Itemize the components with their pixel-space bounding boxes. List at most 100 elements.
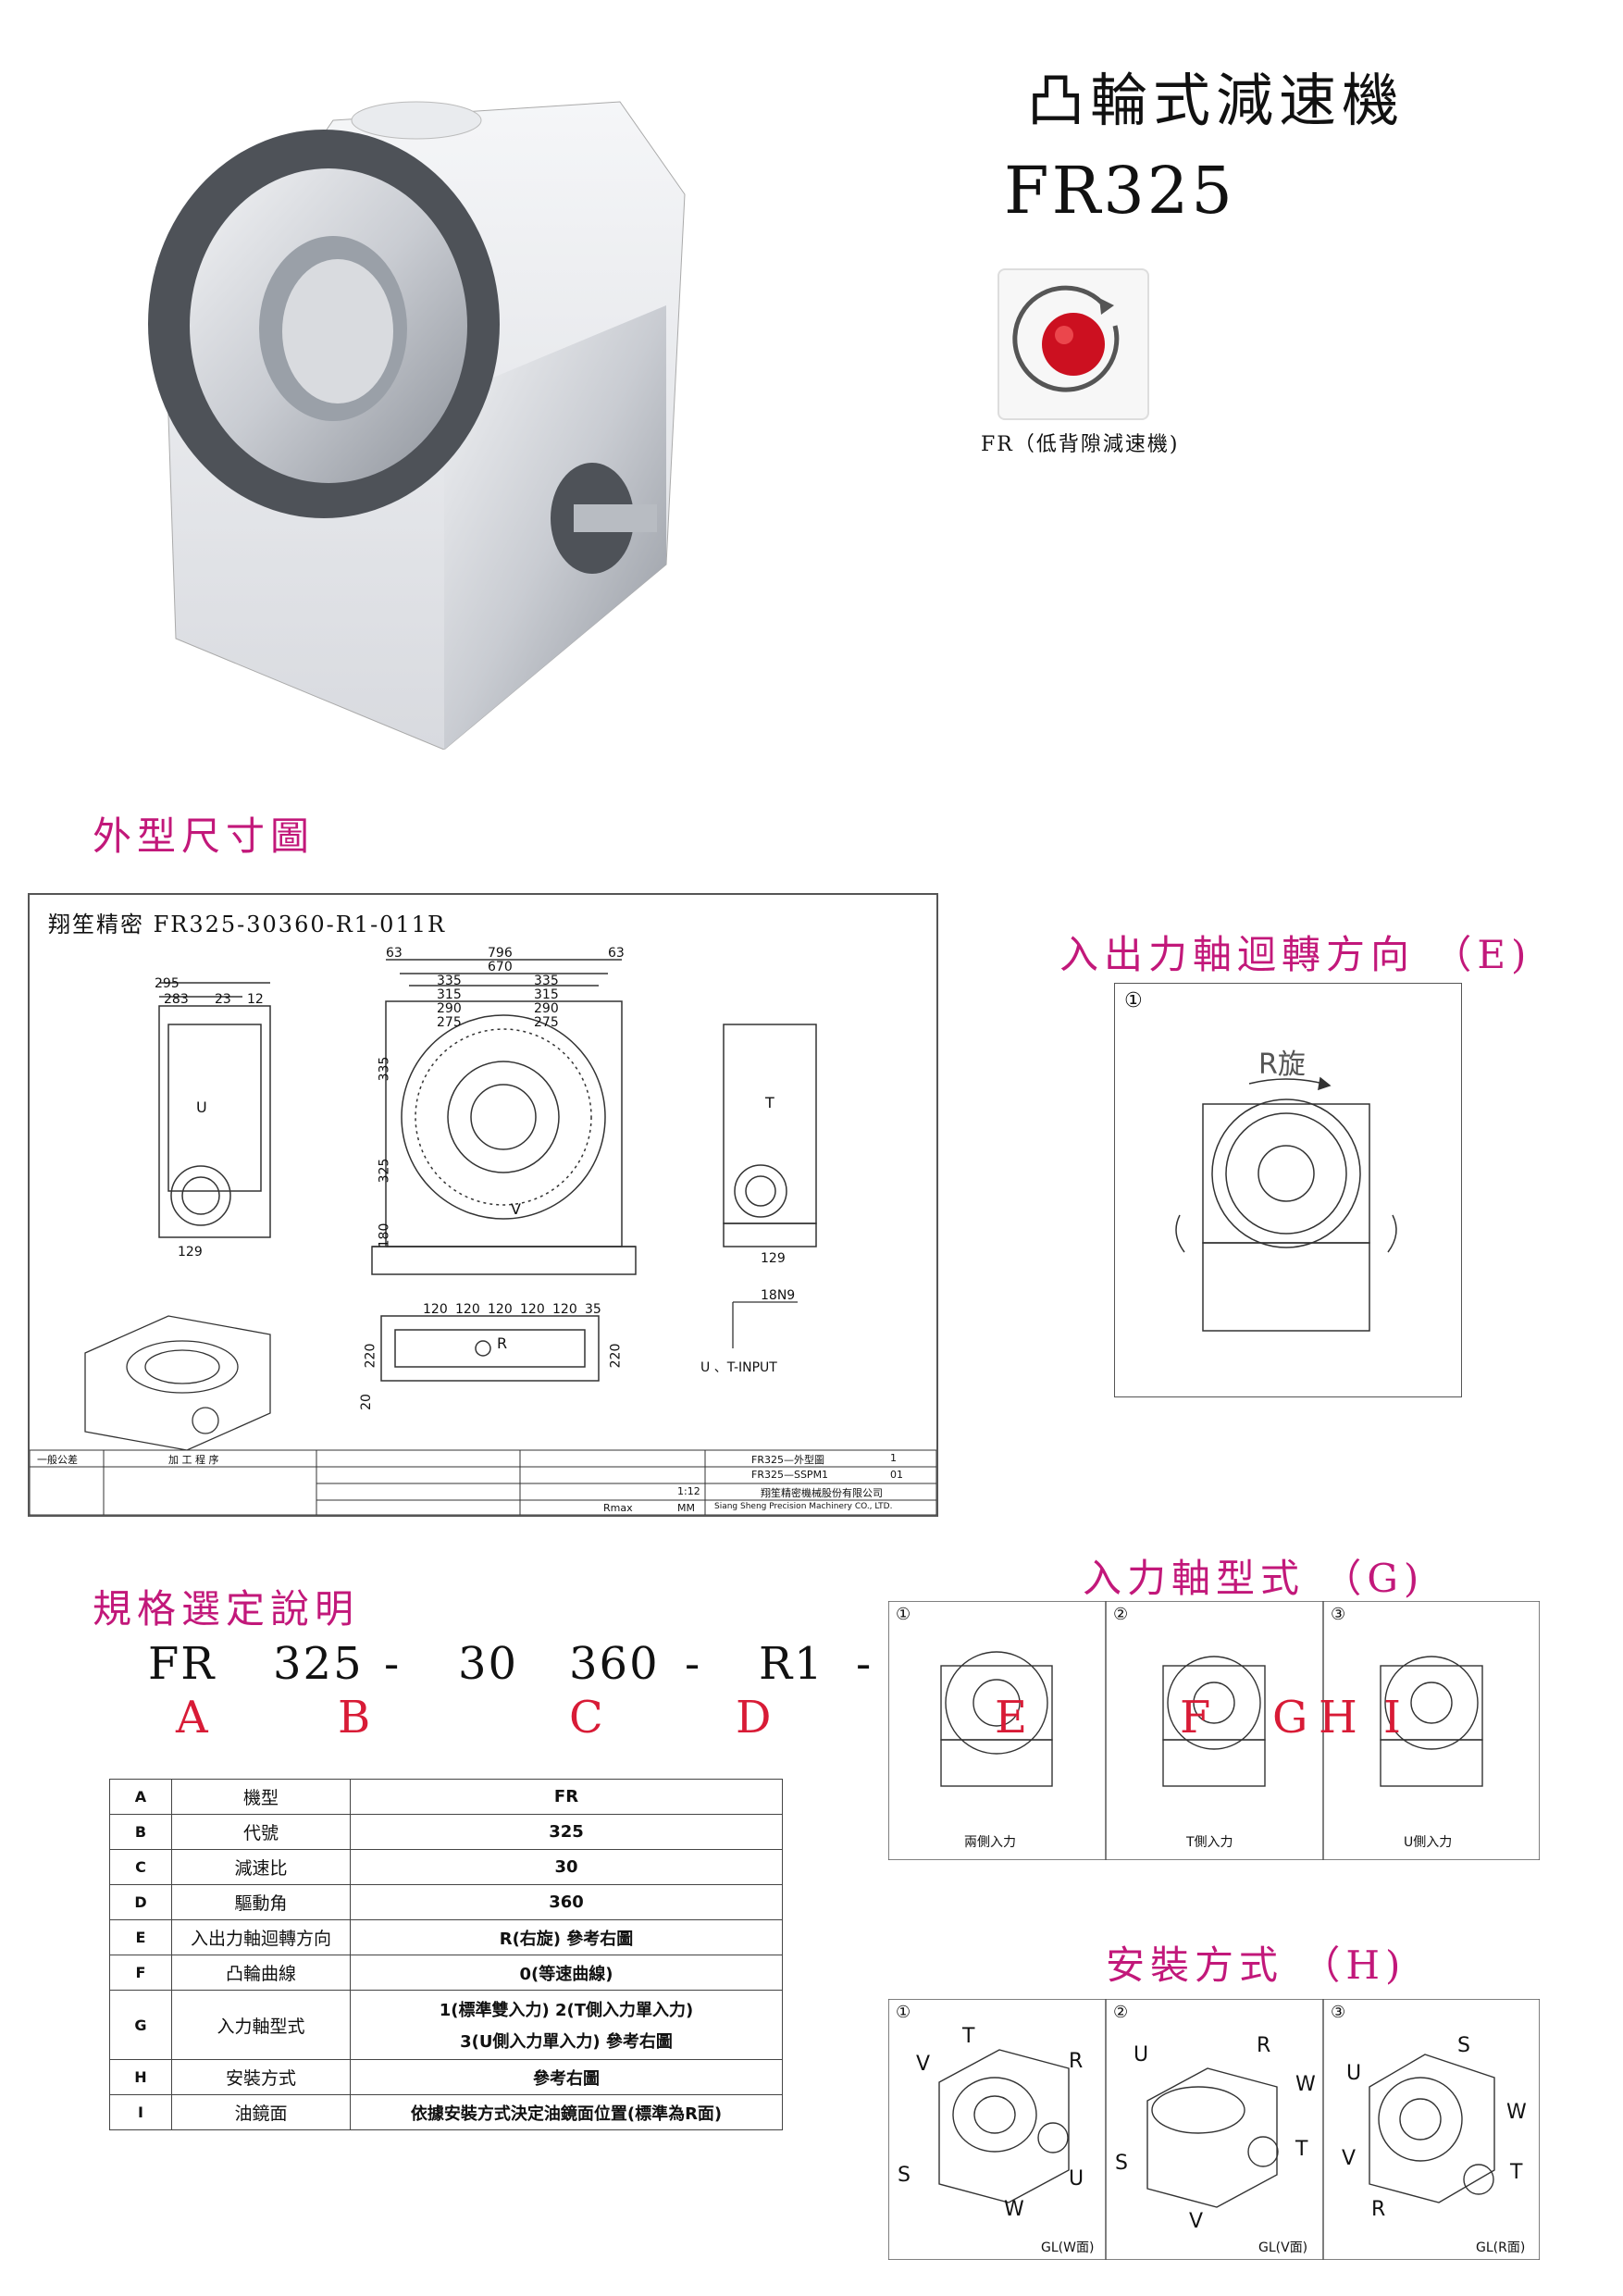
dim-120-2: 120 xyxy=(455,1302,480,1317)
mount-1-letter-s: S xyxy=(898,2164,911,2187)
table-row: F 凸輪曲線 0(等速曲線) xyxy=(109,1955,783,1991)
page-title: 凸輪式減速機 xyxy=(1027,67,1406,134)
code-part-6: - xyxy=(685,1638,702,1690)
dim-220-l: 220 xyxy=(363,1343,378,1369)
spec-value: 30 xyxy=(350,1849,783,1885)
mount-2-letter-s: S xyxy=(1115,2152,1128,2175)
dim-20: 20 xyxy=(358,1394,374,1410)
mount-3-letter-r: R xyxy=(1371,2198,1386,2221)
mount-2-letter-v: V xyxy=(1189,2210,1204,2233)
mount-num-3: ③ xyxy=(1331,2003,1346,2022)
dim-23: 23 xyxy=(215,992,231,1007)
drawing-title: 翔笙精密 FR325-30360-R1-011R xyxy=(48,912,447,937)
mount-num-1: ① xyxy=(896,2003,911,2022)
dim-275-r: 275 xyxy=(534,1015,559,1030)
spec-name: 安裝方式 xyxy=(171,2059,351,2095)
mounting-panel: ① ② ③ T V R S U W U R W S T V U S W V T … xyxy=(888,1999,1540,2260)
input-label-3: U側入力 xyxy=(1404,1835,1453,1850)
input-label-2: T側入力 xyxy=(1186,1835,1233,1850)
mount-1-letter-u: U xyxy=(1069,2167,1084,2191)
code-letter-a: A xyxy=(176,1692,208,1744)
view-u-label: U xyxy=(196,1098,207,1116)
dim-63-l: 63 xyxy=(386,946,403,961)
dim-335: 335 xyxy=(377,1056,392,1082)
mount-num-2: ② xyxy=(1113,2003,1129,2022)
spec-name: 減速比 xyxy=(171,1849,351,1885)
dim-335-l: 335 xyxy=(437,974,462,988)
code-part-1: FR xyxy=(148,1638,217,1690)
view-t-label: T xyxy=(765,1094,774,1111)
dim-290-r: 290 xyxy=(534,1001,559,1016)
mount-label-1: GL(W面) xyxy=(1041,2240,1095,2255)
dim-335-r: 335 xyxy=(534,974,559,988)
rotation-diagram xyxy=(1175,1076,1397,1332)
mount-label-3: GL(R面) xyxy=(1476,2240,1526,2255)
dim-290-l: 290 xyxy=(437,1001,462,1016)
mount-3-letter-v: V xyxy=(1342,2147,1357,2170)
code-part-5: 360 xyxy=(569,1638,660,1690)
dim-275-l: 275 xyxy=(437,1015,462,1030)
roughness: Rmax xyxy=(603,1502,633,1514)
spec-key: A xyxy=(109,1779,172,1815)
spec-name: 油鏡面 xyxy=(171,2094,351,2130)
mount-label-2: GL(V面) xyxy=(1258,2240,1308,2255)
dimension-drawing: 翔笙精密 FR325-30360-R1-011R xyxy=(28,893,938,1517)
table-row: C 減速比 30 xyxy=(109,1849,783,1885)
dim-295: 295 xyxy=(155,976,180,991)
code-letter-i: I xyxy=(1383,1692,1401,1744)
fr-badge xyxy=(997,268,1149,420)
spec-name: 驅動角 xyxy=(171,1884,351,1920)
spec-value: 1(標準雙入力) 2(T側入力單入力) 3(U側入力單入力) 參考右圖 xyxy=(350,1990,783,2060)
table-row: G 入力軸型式 1(標準雙入力) 2(T側入力單入力) 3(U側入力單入力) 參… xyxy=(109,1990,783,2060)
scale: 1:12 xyxy=(677,1485,700,1497)
company-en: Siang Sheng Precision Machinery CO., LTD… xyxy=(714,1502,893,1511)
view-r-label: R xyxy=(497,1334,508,1352)
spec-value: 325 xyxy=(350,1814,783,1850)
spec-value: 360 xyxy=(350,1884,783,1920)
code-part-2: 325 xyxy=(273,1638,364,1690)
spec-key: E xyxy=(109,1919,172,1955)
section-spec: 規格選定說明 xyxy=(93,1586,360,1632)
spec-key: C xyxy=(109,1849,172,1885)
rotation-box: ① R旋 xyxy=(1114,983,1462,1397)
mount-3-letter-w: W xyxy=(1506,2101,1527,2124)
spec-value: 0(等速曲線) xyxy=(350,1955,783,1991)
spec-value-line2: 3(U側入力單入力) 參考右圖 xyxy=(460,2032,673,2052)
dim-796: 796 xyxy=(488,946,513,961)
input-num-2: ② xyxy=(1113,1605,1129,1624)
spec-value: 參考右圖 xyxy=(350,2059,783,2095)
code-letter-c: C xyxy=(569,1692,603,1744)
part-no: FR325—SSPM1 xyxy=(751,1469,829,1481)
qty: 1 xyxy=(890,1452,897,1464)
mount-2-letter-u: U xyxy=(1134,2043,1149,2066)
spec-name: 機型 xyxy=(171,1779,351,1815)
spec-name: 入力軸型式 xyxy=(171,1990,351,2060)
spec-value-line1: 1(標準雙入力) 2(T側入力單入力) xyxy=(439,2001,694,2020)
code-part-7: R1 xyxy=(759,1638,824,1690)
rotation-icon xyxy=(1012,285,1120,392)
code-letter-f: F xyxy=(1180,1692,1211,1744)
section-rotation: 入出力軸迴轉方向 （E) xyxy=(1059,932,1532,977)
dim-670: 670 xyxy=(488,960,513,974)
code-letter-d: D xyxy=(736,1692,772,1744)
mount-3-letter-u: U xyxy=(1346,2062,1362,2085)
spec-value: 依據安裝方式決定油鏡面位置(標準為R面) xyxy=(350,2094,783,2130)
spec-key: H xyxy=(109,2059,172,2095)
process-label: 加 工 程 序 xyxy=(168,1454,219,1466)
mount-1-letter-t: T xyxy=(962,2025,975,2048)
unit: MM xyxy=(677,1502,695,1514)
spec-name: 代號 xyxy=(171,1814,351,1850)
code-part-8: - xyxy=(856,1638,873,1690)
mount-1-letter-r: R xyxy=(1069,2050,1084,2073)
dim-315-r: 315 xyxy=(534,987,559,1002)
dim-129-right: 129 xyxy=(761,1251,786,1266)
spec-key: I xyxy=(109,2094,172,2130)
section-mounting: 安裝方式 （H) xyxy=(1106,1942,1406,1988)
input-label: U 、T-INPUT xyxy=(700,1360,777,1375)
mount-1-letter-v: V xyxy=(916,2053,931,2076)
mounting-diagram xyxy=(888,1999,1540,2260)
mount-2-letter-w: W xyxy=(1295,2073,1316,2096)
dim-120-4: 120 xyxy=(520,1302,545,1317)
dim-120-3: 120 xyxy=(488,1302,513,1317)
model-number: FR325 xyxy=(1004,153,1235,229)
